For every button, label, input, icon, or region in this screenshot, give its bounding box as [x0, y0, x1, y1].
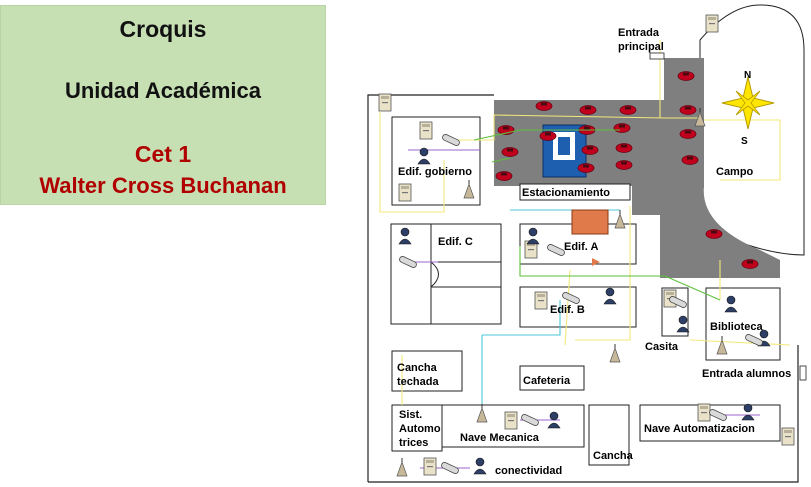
label-sist-3: trices: [399, 437, 428, 449]
router-icon: [440, 461, 460, 475]
car-icon: [619, 105, 637, 115]
compass-s-label: S: [741, 136, 748, 147]
biblioteca-building: [705, 287, 781, 361]
school-name-line2: Walter Cross Buchanan: [39, 173, 287, 198]
label-edif-c: Edif. C: [438, 236, 473, 248]
title-box: Croquis Unidad Académica Cet 1 Walter Cr…: [0, 5, 326, 205]
user-icon: [473, 457, 487, 475]
label-cancha-techada-2: techada: [397, 376, 439, 388]
car-icon: [677, 71, 695, 81]
label-sist-1: Sist.: [399, 409, 422, 421]
camera-icon: [705, 14, 719, 33]
label-edif-a: Edif. A: [564, 241, 598, 253]
gate-icon: [649, 52, 665, 60]
antenna-icon: [614, 209, 626, 229]
school-name-line1: Cet 1: [134, 141, 192, 167]
campus-boundary: [367, 94, 799, 483]
label-nave-automatizacion: Nave Automatizacion: [644, 423, 755, 435]
edif-c-building: [390, 223, 502, 325]
camera-icon: [781, 427, 795, 446]
label-campo: Campo: [716, 166, 754, 178]
car-icon: [535, 101, 553, 111]
label-edif-gobierno: Edif. gobierno: [398, 166, 472, 178]
gate-icon: [799, 365, 807, 381]
title: Croquis: [119, 16, 207, 42]
car-icon: [615, 160, 633, 170]
car-icon: [679, 129, 697, 139]
car-icon: [681, 155, 699, 165]
firewall-icon: [571, 209, 609, 266]
label-casita: Casita: [645, 341, 679, 353]
compass-n-label: N: [744, 70, 751, 81]
estacionamiento-label-box: [519, 183, 631, 201]
camera-icon: [398, 183, 412, 202]
antenna-icon: [396, 457, 408, 477]
label-conectividad: conectividad: [495, 465, 562, 477]
cancha-building: [588, 404, 630, 466]
car-icon: [705, 229, 723, 239]
label-estacionamiento: Estacionamiento: [522, 187, 610, 199]
label-cafeteria: Cafeteria: [523, 375, 571, 387]
label-entrada-alumnos: Entrada alumnos: [702, 368, 791, 380]
label-entrada: Entrada: [618, 27, 660, 39]
label-cancha-techada-1: Cancha: [397, 362, 438, 374]
car-icon: [581, 145, 599, 155]
label-biblioteca: Biblioteca: [710, 321, 763, 333]
label-sist-2: Automo: [399, 423, 441, 435]
label-principal: principal: [618, 41, 664, 53]
car-icon: [679, 105, 697, 115]
label-nave-mecanica: Nave Mecanica: [460, 432, 540, 444]
computer-icon: [504, 411, 518, 430]
car-icon: [741, 259, 759, 269]
car-icon: [495, 171, 513, 181]
antenna-icon: [609, 343, 621, 363]
computer-icon: [534, 291, 548, 310]
car-icon: [501, 147, 519, 157]
cafeteria-building: [519, 365, 585, 391]
car-icon: [539, 131, 557, 141]
campo-field: [699, 4, 805, 256]
car-icon: [615, 143, 633, 153]
label-cancha: Cancha: [593, 450, 634, 462]
compass-icon: [721, 76, 775, 130]
label-edif-b: Edif. B: [550, 304, 585, 316]
computer-icon: [419, 121, 433, 140]
car-icon: [577, 163, 595, 173]
subtitle: Unidad Académica: [64, 78, 262, 103]
car-icon: [613, 123, 631, 133]
computer-icon: [423, 457, 437, 476]
car-icon: [579, 105, 597, 115]
computer-icon: [697, 403, 711, 422]
cancha-techada-building: [391, 350, 463, 392]
camera-icon: [378, 93, 392, 112]
